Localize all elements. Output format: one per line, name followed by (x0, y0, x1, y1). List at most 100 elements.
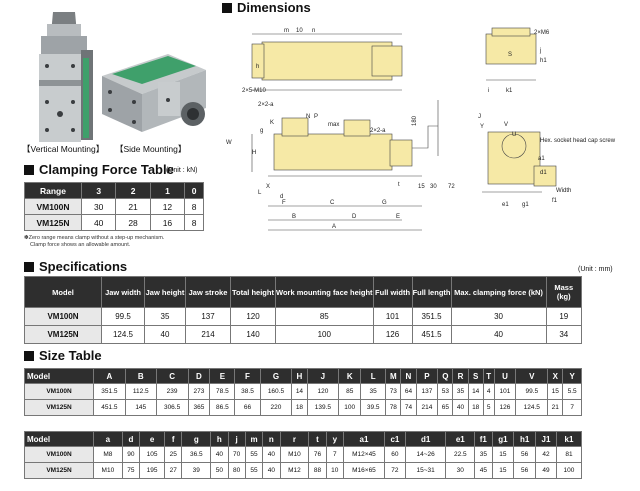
value-cell: 40 (452, 399, 469, 416)
value-cell: 40 (450, 325, 547, 344)
dim-label: g (260, 128, 263, 134)
value-cell: 35 (360, 383, 387, 400)
value-cell: 137 (415, 383, 439, 400)
value-cell: 273 (187, 383, 211, 400)
clamping-note: ✽Zero range means clamp without a step-u… (24, 235, 164, 249)
dim-label: Y (480, 124, 484, 130)
dim-label: 2×2-a (258, 102, 274, 108)
value-cell: 101 (493, 383, 517, 400)
dim-label: Hex. socket head cap screw (540, 138, 616, 144)
value-cell: 90 (121, 446, 141, 463)
dim-label: E (396, 214, 400, 220)
table-row: VM100N 351.5 112.5 239 273 78.5 38.5 160… (24, 383, 582, 400)
value-cell: 214 (415, 399, 439, 416)
value-cell: 14 (291, 383, 308, 400)
value-cell: 22.5 (445, 446, 476, 463)
dim-label: X (266, 184, 270, 190)
header-cell: Full length (411, 276, 452, 308)
value-cell: 85 (275, 307, 374, 326)
header-cell: X (547, 368, 564, 384)
value-cell: 30 (445, 462, 476, 479)
table-row: VM100N M8 90 105 25 36.5 40 70 55 40 M10… (24, 446, 583, 463)
value-cell: M12×45 (342, 446, 385, 463)
value-cell: 140 (230, 325, 276, 344)
clamping-force-title: Clamping Force Table (24, 162, 174, 177)
value-cell: 30 (450, 307, 547, 326)
header-cell: e1 (445, 431, 476, 447)
section-marker-icon (24, 261, 34, 272)
section-marker-icon (24, 350, 34, 361)
dim-label: U (512, 132, 516, 138)
section-marker-icon (24, 164, 34, 175)
value-cell: 7 (562, 399, 582, 416)
dim-label: max (328, 122, 339, 128)
value-cell: 35 (452, 383, 469, 400)
dim-label: j (539, 48, 541, 54)
size-table-2: Model a d e f g h j m n r t y a1 c1 d1 e… (24, 431, 583, 479)
value-cell: 8 (184, 214, 204, 231)
value-cell: 15 (491, 446, 515, 463)
dim-label: W (226, 140, 232, 146)
value-cell: 42 (535, 446, 557, 463)
value-cell: 239 (155, 383, 189, 400)
header-cell: g1 (491, 431, 515, 447)
dim-label: a1 (538, 156, 545, 162)
value-cell: 55 (244, 446, 264, 463)
value-cell: 76 (308, 446, 327, 463)
table-row: VM125N 40 28 16 8 (24, 214, 204, 231)
value-cell: 105 (139, 446, 166, 463)
side-mounting-photo (102, 54, 206, 132)
value-cell: 214 (185, 325, 231, 344)
header-cell: k1 (555, 431, 583, 447)
dim-label: 15 (418, 184, 425, 190)
value-cell: 86.5 (209, 399, 236, 416)
value-cell: 12 (149, 198, 186, 215)
dim-label: t (398, 182, 400, 188)
value-cell: M10 (93, 462, 123, 479)
header-cell: Model (24, 368, 94, 384)
header-cell: 2 (115, 182, 151, 199)
table-row: VM100N 99.5 35 137 120 85 101 351.5 30 1… (24, 307, 583, 326)
value-cell: 112.5 (124, 383, 157, 400)
header-cell: Model (24, 276, 102, 308)
dim-label: S (508, 52, 512, 58)
value-cell: 65 (437, 399, 454, 416)
value-cell: 34 (545, 325, 583, 344)
size-table-title: Size Table (24, 348, 102, 363)
value-cell: 74 (400, 399, 417, 416)
value-cell: 7 (325, 446, 344, 463)
header-cell: C (155, 368, 189, 384)
value-cell: 21 (547, 399, 564, 416)
dim-label: 72 (448, 184, 455, 190)
dim-label: G (382, 200, 387, 206)
value-cell: 45 (474, 462, 493, 479)
value-cell: 40 (210, 446, 229, 463)
dim-label: 180 (412, 115, 418, 126)
value-cell: 220 (259, 399, 293, 416)
specifications-unit: (Unit : mm) (578, 266, 613, 273)
header-cell: G (259, 368, 293, 384)
note-line: ✽Zero range means clamp without a step-u… (24, 235, 165, 241)
value-cell: 351.5 (411, 307, 452, 326)
table-header-row: Model A B C D E F G H J K L M N P Q R S … (24, 368, 582, 384)
value-cell: 126 (493, 399, 517, 416)
value-cell: 60 (383, 446, 406, 463)
value-cell: 39 (181, 462, 212, 479)
dimensions-title: Dimensions (222, 0, 311, 15)
value-cell: 100 (555, 462, 583, 479)
header-cell: P (415, 368, 439, 384)
dim-label: N (306, 114, 310, 120)
header-cell: e (139, 431, 166, 447)
dim-label: d (280, 194, 283, 200)
value-cell: 195 (139, 462, 166, 479)
dim-label: B (292, 214, 296, 220)
dim-label: h1 (540, 58, 547, 64)
value-cell: 451.5 (411, 325, 452, 344)
header-cell: L (360, 368, 387, 384)
dimensions-drawing: m 10 n 2×M6 h 2×5-M10 i k1 2×2-a K max P… (226, 27, 616, 231)
header-cell: Jaw height (144, 276, 186, 308)
table-row: VM125N M10 75 195 27 39 50 80 55 40 M12 … (24, 462, 583, 479)
header-cell: Jaw stroke (185, 276, 231, 308)
header-cell: U (493, 368, 517, 384)
dim-label: 2×M6 (534, 30, 550, 36)
